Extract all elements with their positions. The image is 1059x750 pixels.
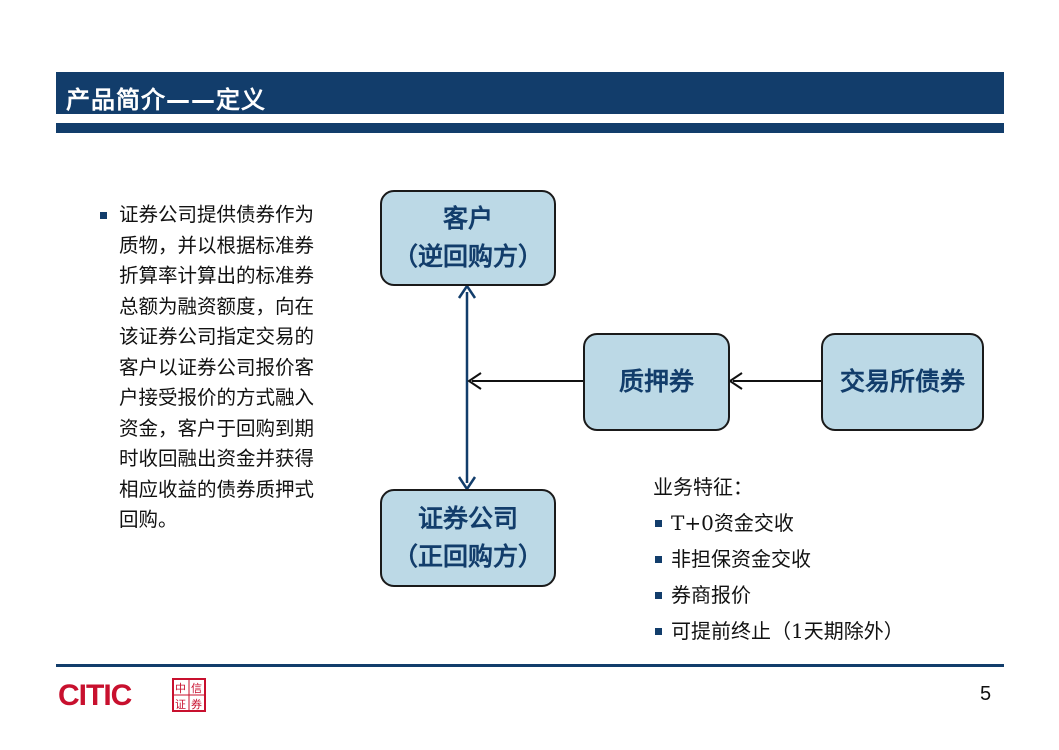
svg-text:中: 中: [175, 682, 186, 695]
exchange-bonds-label: 交易所债券: [839, 367, 965, 396]
logo-text: CITIC: [58, 679, 132, 712]
page-number: 5: [980, 683, 992, 705]
bullet-marker: [655, 592, 662, 599]
securities-company-node: 证券公司 （正回购方）: [380, 489, 556, 587]
title-bar: 产品简介——定义: [56, 72, 1004, 114]
pledged-bonds-node: 质押券: [583, 333, 730, 431]
bullet-marker: [655, 520, 662, 527]
company-label: 证券公司: [417, 504, 518, 533]
pledge-arrowhead: [467, 372, 482, 390]
pledged-bonds-label: 质押券: [618, 367, 694, 396]
svg-text:证: 证: [175, 698, 186, 711]
definition-text: 证券公司提供债券作为质物，并以根据标准券折算率计算出的标准券总额为融资额度，向在…: [119, 203, 315, 531]
feature-item: 非担保资金交收: [653, 541, 904, 577]
footer-divider: [56, 664, 1004, 667]
business-features: 业务特征： T+0资金交收 非担保资金交收 券商报价 可提前终止（1天期除外）: [653, 469, 904, 649]
customer-role: （逆回购方）: [392, 242, 543, 271]
exchange-arrowhead: [728, 372, 743, 390]
feature-item: T+0资金交收: [653, 505, 904, 541]
arrowhead-up: [457, 283, 477, 299]
page-title: 产品简介——定义: [66, 86, 266, 114]
customer-label: 客户: [442, 204, 493, 233]
citics-logo: CITIC 中 信 证 券: [58, 678, 206, 712]
definition-bullet: 证券公司提供债券作为质物，并以根据标准券折算率计算出的标准券总额为融资额度，向在…: [100, 200, 340, 536]
features-title: 业务特征：: [653, 475, 753, 499]
feature-text: 可提前终止（1天期除外）: [671, 619, 904, 643]
feature-item: 可提前终止（1天期除外）: [653, 613, 904, 649]
bullet-marker: [100, 212, 107, 219]
feature-item: 券商报价: [653, 577, 904, 613]
logo-cn-badge: 中 信 证 券: [172, 678, 206, 712]
exchange-bonds-node: 交易所债券: [821, 333, 984, 431]
bullet-marker: [655, 556, 662, 563]
feature-text: 非担保资金交收: [671, 547, 811, 571]
svg-text:券: 券: [191, 697, 202, 711]
title-underline: [56, 123, 1004, 133]
feature-text: 券商报价: [671, 583, 751, 607]
feature-text: T+0资金交收: [671, 511, 794, 535]
svg-text:信: 信: [191, 682, 202, 695]
company-role: （正回购方）: [392, 542, 543, 571]
customer-node: 客户 （逆回购方）: [380, 190, 556, 286]
bullet-marker: [655, 628, 662, 635]
